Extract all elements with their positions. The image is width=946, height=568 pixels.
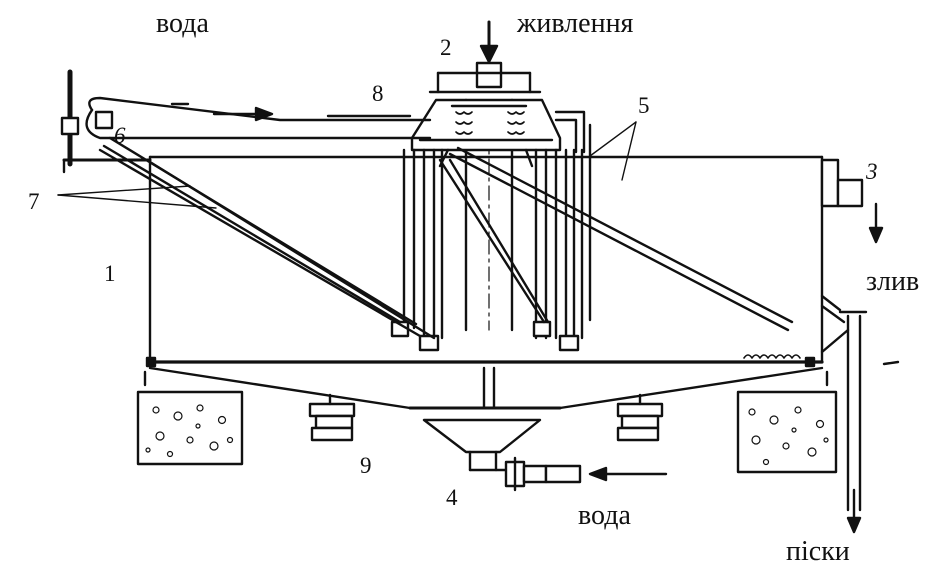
right-support bbox=[736, 390, 838, 474]
arrow-water-top bbox=[170, 102, 274, 122]
label-sands: піски bbox=[786, 536, 850, 567]
tank-body bbox=[145, 155, 824, 368]
overflow-box bbox=[820, 158, 864, 208]
central-shaft bbox=[482, 366, 496, 410]
side-pipes bbox=[554, 110, 586, 154]
label-drain: злив bbox=[866, 266, 920, 297]
column-tubes bbox=[390, 123, 592, 352]
water-valve bbox=[504, 456, 582, 492]
label-water-bottom: вода bbox=[578, 500, 631, 531]
arrow-sands-out bbox=[846, 488, 862, 534]
arrow-water-bottom bbox=[588, 466, 668, 482]
arrow-feed-in bbox=[479, 20, 499, 64]
callout-6: 6 bbox=[114, 123, 126, 148]
callout-1: 1 bbox=[104, 261, 116, 286]
callout-4: 4 bbox=[446, 485, 458, 510]
feed-box bbox=[428, 61, 542, 94]
callout-9: 9 bbox=[360, 453, 372, 478]
conical-bottom bbox=[143, 366, 829, 410]
rake-pipes bbox=[98, 136, 794, 340]
settled-sand bbox=[743, 354, 801, 359]
vibrator-mount-right bbox=[616, 393, 664, 442]
sand-chute bbox=[820, 294, 868, 512]
callout-2: 2 bbox=[440, 35, 452, 60]
bottom-sump bbox=[422, 418, 542, 472]
vibrator-mount-left bbox=[308, 393, 356, 442]
outlet-mark bbox=[882, 360, 900, 366]
callout-3: 3 bbox=[866, 159, 878, 184]
pointer-lines bbox=[57, 121, 637, 209]
arrow-drain bbox=[868, 202, 884, 244]
water-manifold bbox=[60, 69, 432, 174]
callout-8: 8 bbox=[372, 81, 384, 106]
left-support bbox=[136, 390, 244, 466]
label-water-top: вода bbox=[156, 8, 209, 39]
callout-7: 7 bbox=[28, 189, 40, 214]
label-feed: живлення bbox=[517, 8, 634, 39]
callout-5: 5 bbox=[638, 93, 650, 118]
